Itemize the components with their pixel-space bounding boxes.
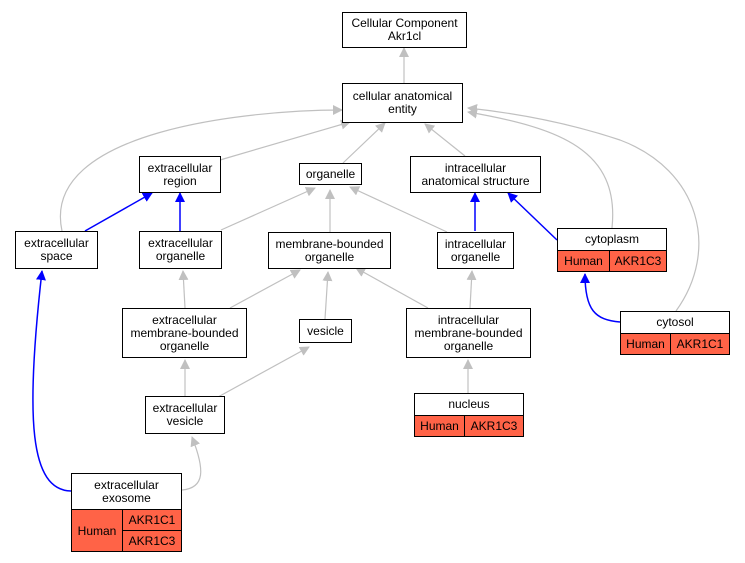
node-label: extracellular	[147, 160, 213, 175]
node-cytoplasm[interactable]: cytoplasm	[557, 228, 667, 250]
node-label: vesicle	[166, 414, 204, 428]
node-label: organelle	[443, 338, 494, 353]
species-label: Human	[564, 254, 603, 268]
node-label: exosome	[102, 490, 151, 505]
edge-cytosol-to-cae	[467, 103, 700, 312]
node-cytosol[interactable]: cytosol	[620, 311, 730, 333]
node-label: extracellular	[94, 477, 159, 492]
species-cell-human: Human	[620, 333, 671, 355]
edge-ext-mbo-to-ext-organelle	[178, 270, 189, 309]
node-label: cytosol	[656, 315, 694, 329]
node-label: vesicle	[307, 323, 344, 338]
node-extracellular-region[interactable]: extracellular region	[139, 156, 221, 193]
node-extracellular-vesicle[interactable]: extracellular vesicle	[145, 396, 225, 434]
gene-label: AKR1C3	[614, 254, 662, 268]
gene-label: AKR1C1	[676, 337, 724, 351]
node-label: extracellular	[24, 236, 89, 250]
node-label: Akr1cl	[387, 29, 422, 43]
node-label: cytoplasm	[584, 232, 640, 246]
node-intracellular-organelle[interactable]: intracellular organelle	[437, 232, 514, 269]
node-label: organelle	[304, 249, 355, 264]
edge-exosome-to-extracellular-space	[32, 270, 72, 492]
node-label: membrane-bounded	[130, 325, 239, 340]
node-label: region	[163, 173, 197, 188]
node-label: extracellular	[152, 401, 218, 415]
node-label: intracellular	[444, 236, 507, 251]
node-label: intracellular	[444, 160, 507, 175]
edge-ext-mbo-to-mbo	[229, 269, 301, 309]
node-label: extracellular	[148, 236, 213, 250]
gene-cell-akr1c3[interactable]: AKR1C3	[122, 530, 182, 552]
gene-label: AKR1C3	[128, 534, 176, 548]
gene-cell-akr1c3[interactable]: AKR1C3	[609, 250, 667, 272]
node-intracellular-membrane-bounded-organelle[interactable]: intracellular membrane-bounded organelle	[406, 308, 531, 358]
node-extracellular-space[interactable]: extracellular space	[15, 231, 98, 269]
node-label: entity	[388, 102, 417, 116]
species-cell-human: Human	[71, 509, 123, 552]
edge-int-mbo-to-mbo	[355, 267, 429, 309]
gene-cell-akr1c1[interactable]: AKR1C1	[122, 509, 182, 531]
species-label: Human	[626, 337, 665, 351]
node-label: extracellular	[152, 312, 217, 327]
gene-label: AKR1C1	[128, 513, 176, 527]
edge-intracellular-structure-to-cae	[424, 123, 466, 157]
edge-int-mbo-to-int-organelle	[466, 270, 477, 309]
edge-cytoplasm-to-cae	[467, 108, 614, 229]
node-label: organelle	[305, 166, 356, 181]
node-cellular-component-akr1cl[interactable]: Cellular Component Akr1cl	[342, 12, 467, 48]
gene-label: AKR1C3	[470, 419, 518, 433]
node-extracellular-organelle[interactable]: extracellular organelle	[139, 231, 222, 269]
node-label: organelle	[159, 338, 210, 353]
node-label: Cellular Component	[351, 16, 458, 30]
node-label: anatomical structure	[421, 173, 530, 188]
gene-cell-akr1c1[interactable]: AKR1C1	[670, 333, 730, 355]
species-cell-human: Human	[557, 250, 610, 272]
node-label: cellular anatomical	[352, 89, 453, 103]
edge-cytoplasm-to-int-structure	[507, 192, 558, 241]
edge-exosome-to-ext-vesicle	[181, 436, 202, 491]
edge-extracellular-space-to-region	[84, 192, 153, 232]
node-vesicle[interactable]: vesicle	[299, 319, 352, 343]
edge-ext-vesicle-to-vesicle	[217, 346, 310, 398]
node-cellular-anatomical-entity[interactable]: cellular anatomical entity	[342, 83, 463, 123]
node-nucleus[interactable]: nucleus	[414, 393, 524, 415]
node-label: organelle	[155, 249, 206, 263]
species-label: Human	[77, 523, 117, 538]
species-label: Human	[420, 419, 459, 433]
edge-extracellular-space-to-cae	[59, 105, 343, 232]
node-extracellular-membrane-bounded-organelle[interactable]: extracellular membrane-bounded organelle	[122, 308, 247, 358]
edge-cytosol-to-cytoplasm	[580, 273, 621, 323]
node-label: intracellular	[437, 312, 500, 327]
edge-int-organelle-to-organelle	[349, 186, 448, 233]
node-label: space	[40, 249, 73, 263]
node-intracellular-anatomical-structure[interactable]: intracellular anatomical structure	[410, 156, 541, 193]
node-membrane-bounded-organelle[interactable]: membrane-bounded organelle	[268, 232, 391, 269]
edge-vesicle-to-mbo	[322, 271, 333, 320]
node-label: nucleus	[448, 397, 490, 411]
node-label: membrane-bounded	[275, 236, 384, 251]
species-cell-human: Human	[414, 415, 465, 437]
gene-cell-akr1c3[interactable]: AKR1C3	[464, 415, 524, 437]
edge-organelle-to-cae	[342, 122, 386, 164]
node-label: organelle	[450, 249, 501, 264]
node-extracellular-exosome[interactable]: extracellular exosome	[71, 473, 182, 509]
node-organelle[interactable]: organelle	[299, 163, 362, 185]
edge-extracellular-region-to-cae	[219, 119, 351, 161]
node-label: membrane-bounded	[414, 325, 523, 340]
edge-ext-organelle-to-organelle	[220, 187, 316, 231]
